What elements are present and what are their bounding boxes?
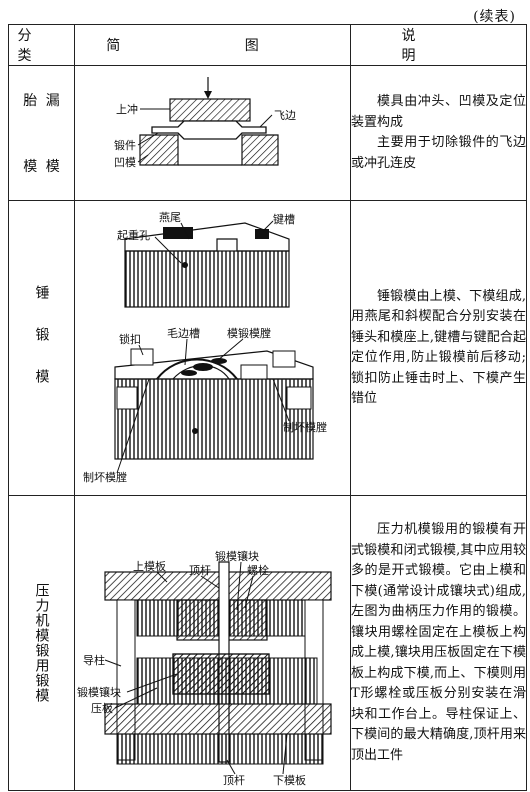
figure-trim-die: 上冲 飞边 锻件 凹模 <box>74 65 351 201</box>
description-press-die: 压力机模锻用的锻模有开式锻模和闭式锻模,其中应用较多的是开式锻模。它由上模和下模… <box>350 495 527 791</box>
lower-die-shape <box>113 378 314 460</box>
svg-text:起重孔: 起重孔 <box>117 228 150 242</box>
svg-text:顶杆: 顶杆 <box>189 563 211 577</box>
description-hammer-die: 锤锻模由上模、下模组成,用燕尾和斜楔配合分别安装在锤头和模座上,键槽与键配合起定… <box>350 200 527 496</box>
svg-text:锁扣: 锁扣 <box>119 332 141 346</box>
svg-text:上模板: 上模板 <box>133 559 166 573</box>
svg-text:锻模镶块: 锻模镶块 <box>77 685 121 699</box>
category-hammer-die: 锤锻模 <box>8 200 75 496</box>
upper-plate-shape <box>103 571 332 601</box>
hammer-die-drawing: 燕尾 起重孔 键槽 <box>83 211 327 484</box>
header-category: 分 类 <box>8 24 75 66</box>
svg-text:模锻模膛: 模锻模膛 <box>227 326 271 340</box>
svg-text:下模板: 下模板 <box>273 773 306 787</box>
svg-text:制坏模膛: 制坏模膛 <box>283 420 327 434</box>
svg-text:制坏模膛: 制坏模膛 <box>83 470 127 484</box>
svg-text:飞边: 飞边 <box>274 109 296 122</box>
svg-text:毛边槽: 毛边槽 <box>167 327 200 340</box>
svg-text:锻件: 锻件 <box>114 138 136 152</box>
svg-text:锻模镶块: 锻模镶块 <box>215 549 259 563</box>
svg-text:顶杆: 顶杆 <box>223 773 245 787</box>
figure-hammer-die: 燕尾 起重孔 键槽 <box>74 200 351 496</box>
upper-die-shape <box>123 250 290 308</box>
svg-text:压板: 压板 <box>91 701 113 715</box>
row-press-die: 压力机模锻用锻模 <box>8 495 527 791</box>
svg-text:导柱: 导柱 <box>83 653 105 667</box>
category-trim-die: 胎 漏 模 模 <box>8 65 75 201</box>
press-die-drawing: 锻模镶块 顶杆 螺栓 上模板 导柱 锻模镶块 压板 顶杆 下模板 <box>77 549 332 787</box>
lower-plate-shape <box>103 703 332 735</box>
description-trim-die: 模具由冲头、凹模及定位装置构成 主要用于切除锻件的飞边或冲孔连皮 <box>350 65 527 201</box>
svg-text:上冲: 上冲 <box>116 102 138 116</box>
svg-text:螺栓: 螺栓 <box>247 563 269 577</box>
forging-die-table: 分 类 简 图 说 明 胎 漏 模 模 <box>8 24 527 791</box>
row-hammer-die: 锤锻模 燕尾 起重孔 键槽 <box>8 200 527 496</box>
header-description: 说 明 <box>350 24 527 66</box>
punch-shape <box>168 98 251 122</box>
header-row: 分 类 简 图 说 明 <box>8 24 527 66</box>
trim-die-drawing: 上冲 飞边 锻件 凹模 <box>114 77 296 169</box>
row-trim-die: 胎 漏 模 模 <box>8 65 527 201</box>
header-figure: 简 图 <box>74 24 351 66</box>
continued-label: (续表) <box>473 9 516 25</box>
forging-shape <box>150 120 267 140</box>
category-press-die: 压力机模锻用锻模 <box>8 495 75 791</box>
svg-text:燕尾: 燕尾 <box>159 211 181 224</box>
svg-text:键槽: 键槽 <box>273 212 295 226</box>
svg-text:凹模: 凹模 <box>114 156 136 169</box>
figure-press-die: 锻模镶块 顶杆 螺栓 上模板 导柱 锻模镶块 压板 顶杆 下模板 <box>74 495 351 791</box>
